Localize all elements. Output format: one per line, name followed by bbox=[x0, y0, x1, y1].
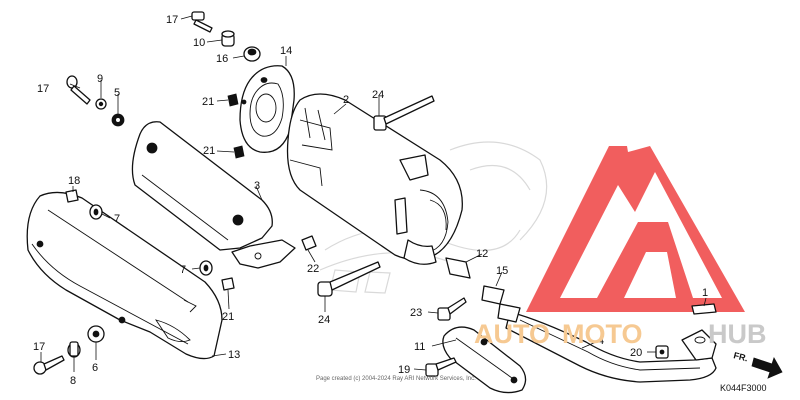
watermark-moto: MOTO bbox=[562, 319, 643, 349]
callout-18: 18 bbox=[68, 175, 80, 187]
part-17-bolt-bottom bbox=[33, 355, 65, 375]
callout-labels: 17 10 16 14 9 5 17 21 2 24 21 18 3 7 7 2… bbox=[33, 14, 708, 387]
part-24-bolt-lower bbox=[317, 261, 381, 297]
callout-17-bottom: 17 bbox=[33, 341, 45, 353]
callout-16: 16 bbox=[216, 53, 228, 65]
callout-19: 19 bbox=[398, 364, 410, 376]
pipe-inlet-gasket bbox=[497, 303, 521, 323]
fr-label: FR. bbox=[733, 350, 749, 363]
leader-lines bbox=[40, 15, 707, 372]
callout-14: 14 bbox=[280, 45, 292, 57]
callout-1: 1 bbox=[702, 287, 708, 299]
part-14-heat-shield bbox=[239, 65, 295, 153]
part-22-clip bbox=[301, 235, 317, 251]
part-9-washer bbox=[95, 98, 107, 110]
callout-5: 5 bbox=[114, 87, 120, 99]
callout-17-left: 17 bbox=[37, 83, 49, 95]
part-11-heat-guard bbox=[442, 326, 527, 394]
part-21-clip-middle bbox=[233, 145, 245, 159]
part-24-bolt-upper bbox=[373, 95, 435, 131]
copyright-notice: Page created (c) 2004-2024 Ray ARI Netwo… bbox=[316, 376, 476, 382]
hardware bbox=[33, 11, 717, 377]
callout-20: 20 bbox=[630, 347, 642, 359]
callout-3: 3 bbox=[254, 180, 260, 192]
watermark-hub: HUB bbox=[708, 319, 767, 349]
part-18-clip bbox=[65, 189, 79, 203]
callout-21-middle: 21 bbox=[203, 145, 215, 157]
callout-11: 11 bbox=[414, 341, 425, 353]
callout-6: 6 bbox=[92, 362, 98, 374]
callout-12: 12 bbox=[476, 248, 488, 260]
part-7-grommet-lower bbox=[199, 260, 213, 276]
part-6-grommet bbox=[87, 325, 105, 343]
part-12-gasket bbox=[445, 257, 471, 279]
part-21-clip-lower bbox=[221, 277, 235, 291]
watermark-auto: AUTO bbox=[474, 319, 550, 349]
watermark-text: AUTO MOTO HUB bbox=[474, 319, 767, 349]
callout-22: 22 bbox=[307, 263, 319, 275]
callout-7-upper: 7 bbox=[114, 213, 120, 225]
callout-24-upper: 24 bbox=[372, 89, 384, 101]
callout-21-lower: 21 bbox=[222, 311, 234, 323]
part-23-bolt bbox=[437, 297, 467, 321]
callout-13: 13 bbox=[228, 349, 240, 361]
callout-21-upper: 21 bbox=[202, 96, 214, 108]
callout-7-lower: 7 bbox=[180, 264, 186, 276]
part-1-gasket bbox=[691, 303, 717, 315]
callout-10: 10 bbox=[193, 37, 205, 49]
part-2-muffler bbox=[286, 93, 463, 265]
figure-code: K044F3000 bbox=[720, 383, 767, 393]
part-20-nut bbox=[655, 345, 669, 359]
callout-4: 4 bbox=[598, 335, 604, 347]
part-21-clip-upper bbox=[227, 93, 239, 107]
watermark-triangle bbox=[526, 146, 745, 312]
callout-2: 2 bbox=[343, 94, 349, 106]
callout-17-top: 17 bbox=[166, 14, 178, 26]
part-19-bolt bbox=[425, 357, 457, 377]
callout-9: 9 bbox=[97, 73, 103, 85]
part-15-gasket bbox=[481, 285, 505, 305]
part-7-grommet-upper bbox=[89, 204, 103, 220]
part-5-nut bbox=[111, 113, 125, 127]
part-3-upper-cover bbox=[131, 121, 296, 269]
front-arrow-icon bbox=[751, 357, 783, 379]
part-13-lower-cover bbox=[26, 191, 223, 360]
front-direction-indicator: FR. bbox=[733, 350, 783, 379]
callout-8: 8 bbox=[70, 375, 76, 387]
part-17-bolt-left bbox=[66, 75, 91, 105]
callout-24-lower: 24 bbox=[318, 314, 330, 326]
part-4-exhaust-pipe bbox=[505, 311, 717, 383]
part-8-collar bbox=[67, 341, 81, 358]
part-10-collar bbox=[221, 30, 235, 47]
part-17-bolt-top bbox=[191, 11, 213, 33]
part-16-grommet bbox=[243, 46, 261, 62]
callout-23: 23 bbox=[410, 307, 422, 319]
callout-15: 15 bbox=[496, 265, 508, 277]
